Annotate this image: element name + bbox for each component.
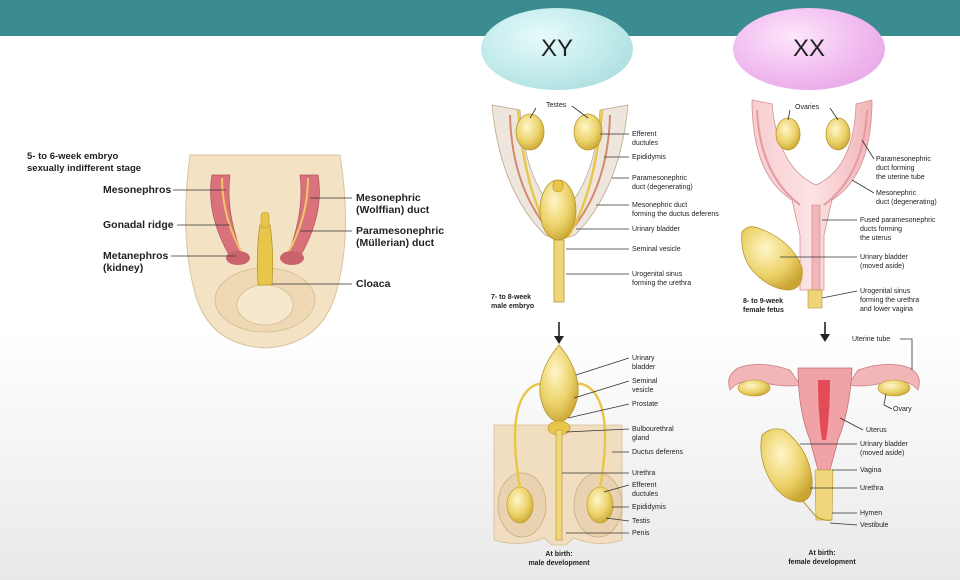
label-ovary: Ovary xyxy=(893,406,912,413)
label-kidney: (kidney) xyxy=(103,262,143,274)
label-urogenital-female-2: forming the urethra xyxy=(860,297,919,304)
label-parameso-tube-1: Paramesonephric xyxy=(876,156,931,163)
label-fused-paramesonephric-3: the uterus xyxy=(860,235,892,242)
male-birth-labels: Urinary bladder Seminal vesicle Prostate… xyxy=(528,355,683,567)
label-urinary-bladder-2: bladder xyxy=(632,364,656,371)
label-urogenital-sinus-2: forming the urethra xyxy=(632,280,691,287)
label-cloaca: Cloaca xyxy=(356,278,391,290)
label-seminal-vesicle-2: vesicle xyxy=(632,387,654,394)
label-bulbourethral-2: gland xyxy=(632,435,649,442)
label-seminal-vesicle-embryo: Seminal vesicle xyxy=(632,246,681,253)
label-testis: Testis xyxy=(632,518,650,525)
label-fused-paramesonephric-2: ducts forming xyxy=(860,226,902,233)
caption-female-fetus-1: 8- to 9-week xyxy=(743,298,783,305)
label-mesonephros: Mesonephros xyxy=(103,184,171,196)
label-uterus: Uterus xyxy=(866,427,887,434)
label-ductus-deferens: Ductus deferens xyxy=(632,449,683,456)
label-vestibule: Vestibule xyxy=(860,522,889,529)
xy-header-oval: XY xyxy=(481,8,633,90)
xx-header-oval: XX xyxy=(733,8,885,90)
label-urethra-male: Urethra xyxy=(632,470,655,477)
label-ovaries: Ovaries xyxy=(795,104,820,111)
caption-male-embryo-1: 7- to 8-week xyxy=(491,294,531,301)
label-efferent-ductules-1: Efferent xyxy=(632,131,656,138)
female-fetus-labels: Ovaries Paramesonephric duct forming the… xyxy=(743,104,937,314)
label-testes: Testes xyxy=(546,102,567,109)
indifferent-title-line1: 5- to 6-week embryo xyxy=(27,151,119,162)
indifferent-stage-labels: 5- to 6-week embryo sexually indifferent… xyxy=(27,151,444,290)
female-fetus-illustration xyxy=(741,99,873,309)
label-efferent-ductules-2: ductules xyxy=(632,140,659,147)
label-fused-paramesonephric-1: Fused paramesonephric xyxy=(860,217,936,224)
male-birth-illustration xyxy=(493,344,623,546)
caption-male-embryo-2: male embryo xyxy=(491,303,534,310)
label-epididymis-birth: Epididymis xyxy=(632,504,666,511)
label-urogenital-female-3: and lower vagina xyxy=(860,306,913,313)
label-bladder-aside-birth-2: (moved aside) xyxy=(860,450,904,457)
male-embryo-illustration xyxy=(491,104,629,303)
caption-female-fetus-2: female fetus xyxy=(743,307,784,314)
label-urogenital-sinus-1: Urogenital sinus xyxy=(632,271,683,278)
caption-male-birth-1: At birth: xyxy=(545,551,572,558)
label-paramesonephric-degenerating-1: Paramesonephric xyxy=(632,175,687,182)
label-uterine-tube: Uterine tube xyxy=(852,336,890,343)
label-bladder-aside-fetus-2: (moved aside) xyxy=(860,263,904,270)
label-paramesonephric-degenerating-2: duct (degenerating) xyxy=(632,184,693,191)
xy-header-label: XY xyxy=(540,35,573,62)
label-penis: Penis xyxy=(632,530,650,537)
label-bladder-aside-fetus-1: Urinary bladder xyxy=(860,254,909,261)
label-seminal-vesicle-1: Seminal xyxy=(632,378,658,385)
label-mesonephric-ductus-1: Mesonephric duct xyxy=(632,202,687,209)
indifferent-stage-illustration xyxy=(185,154,346,349)
label-urinary-bladder-embryo: Urinary bladder xyxy=(632,226,681,233)
female-stage-arrow xyxy=(820,322,830,342)
label-prostate: Prostate xyxy=(632,401,658,408)
label-meso-degenerating-2: duct (degenerating) xyxy=(876,199,937,206)
male-stage-arrow xyxy=(554,322,564,344)
label-mullerian-duct: (Müllerian) duct xyxy=(356,237,435,249)
label-urinary-bladder-1: Urinary xyxy=(632,355,655,362)
label-urethra-female: Urethra xyxy=(860,485,883,492)
caption-female-birth-2: female development xyxy=(788,559,856,566)
label-wolffian-duct: (Wolffian) duct xyxy=(356,204,430,216)
caption-male-birth-2: male development xyxy=(528,560,590,567)
label-efferent-birth-1: Efferent xyxy=(632,482,656,489)
label-paramesonephric-duct: Paramesonephric xyxy=(356,225,444,237)
label-metanephros: Metanephros xyxy=(103,250,169,262)
label-parameso-tube-2: duct forming xyxy=(876,165,915,172)
label-efferent-birth-2: ductules xyxy=(632,491,659,498)
label-bulbourethral-1: Bulbourethral xyxy=(632,426,674,433)
label-mesonephric-ductus-2: forming the ductus deferens xyxy=(632,211,719,218)
label-meso-degenerating-1: Mesonephric xyxy=(876,190,917,197)
male-embryo-labels: Testes Efferent ductules Epididymis Para… xyxy=(491,102,719,310)
label-vagina: Vagina xyxy=(860,467,881,474)
label-urogenital-female-1: Urogenital sinus xyxy=(860,288,911,295)
label-hymen: Hymen xyxy=(860,510,882,517)
female-birth-illustration xyxy=(728,364,920,521)
label-epididymis-embryo: Epididymis xyxy=(632,154,666,161)
xx-header-label: XX xyxy=(792,35,825,62)
indifferent-title-line2: sexually indifferent stage xyxy=(27,163,141,174)
female-birth-labels: Uterine tube Ovary Uterus Urinary bladde… xyxy=(788,336,913,566)
label-gonadal-ridge: Gonadal ridge xyxy=(103,219,174,231)
caption-female-birth-1: At birth: xyxy=(808,550,835,557)
label-parameso-tube-3: the uterine tube xyxy=(876,174,925,181)
label-mesonephric-duct: Mesonephric xyxy=(356,192,421,204)
label-bladder-aside-birth-1: Urinary bladder xyxy=(860,441,909,448)
